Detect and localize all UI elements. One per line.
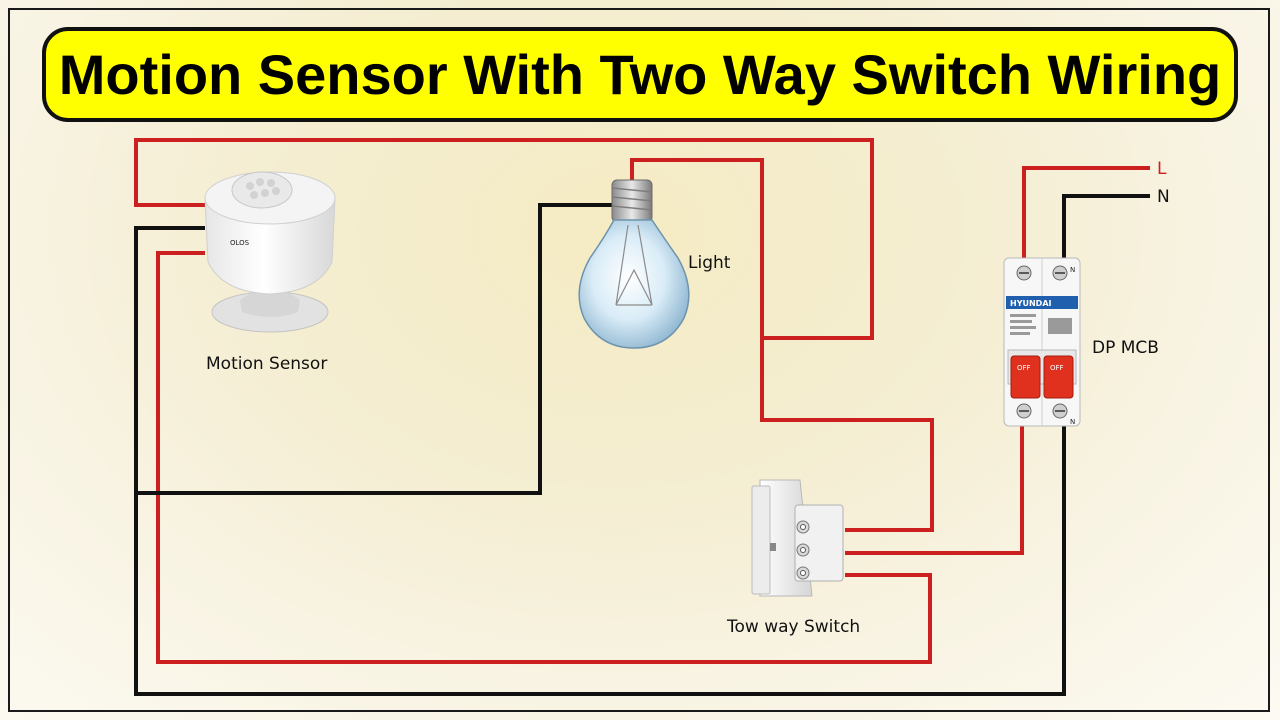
two-way-switch-device xyxy=(751,479,844,597)
mcb-label: DP MCB xyxy=(1092,338,1159,358)
mcb-n-mark-top: N xyxy=(1070,266,1075,274)
title-banner: Motion Sensor With Two Way Switch Wiring xyxy=(42,27,1238,122)
sensor-brand-text: OLOS xyxy=(230,239,250,247)
mcb-n-mark-bottom: N xyxy=(1070,418,1075,426)
wire-supply-line xyxy=(1022,166,1150,268)
light-label: Light xyxy=(688,253,731,273)
switch-label: Tow way Switch xyxy=(726,617,860,637)
diagram-frame xyxy=(8,8,1270,712)
mcb-off-right: OFF xyxy=(1050,364,1064,372)
wire-lamp-neutral xyxy=(136,203,612,495)
phase-wires xyxy=(134,138,1150,664)
wire-neutral-to-sensor xyxy=(134,226,1066,696)
light-bulb-device xyxy=(578,179,690,349)
wire-sensor-to-switch-loop xyxy=(134,138,874,340)
mcb-off-left: OFF xyxy=(1017,364,1031,372)
wire-lamp-to-switch-upper xyxy=(630,158,934,532)
wire-supply-neutral xyxy=(1062,194,1150,268)
wire-switch-to-mcb xyxy=(845,410,1024,555)
wire-switch-lower-to-sensor xyxy=(156,251,932,664)
page-title: Motion Sensor With Two Way Switch Wiring xyxy=(58,43,1222,106)
motion-sensor-device: OLOS xyxy=(204,171,336,333)
supply-line-label: L xyxy=(1157,159,1167,179)
supply-neutral-label: N xyxy=(1157,187,1170,207)
dp-mcb-device: N HYUNDAI OFF OFF N xyxy=(1003,257,1081,427)
neutral-wires xyxy=(134,194,1150,696)
motion-sensor-label: Motion Sensor xyxy=(206,354,327,374)
mcb-brand-text: HYUNDAI xyxy=(1010,299,1052,308)
